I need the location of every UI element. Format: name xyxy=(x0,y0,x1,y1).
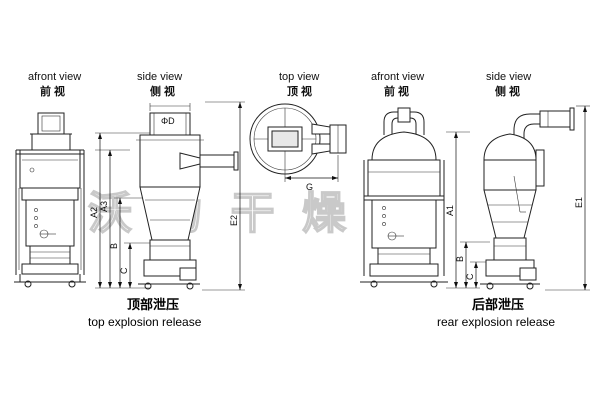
dim-e1: E1 xyxy=(574,197,584,208)
dim-b: B xyxy=(109,243,119,249)
view-label-top-cn: 顶 视 xyxy=(287,84,312,98)
view-label-side-1-cn: 侧 视 xyxy=(150,84,175,98)
view-label-front-1: afront view xyxy=(28,71,81,83)
caption-top-en: top explosion release xyxy=(88,315,202,329)
view-label-front-2: afront view xyxy=(371,71,424,83)
dimension-e2 xyxy=(202,101,245,291)
dim-c-right: C xyxy=(465,273,475,280)
view-label-top: top view xyxy=(279,71,319,83)
caption-rear-en: rear explosion release xyxy=(437,315,555,329)
watermark: 沃 力 干 燥 xyxy=(88,188,352,239)
view-label-front-1-cn: 前 视 xyxy=(40,84,65,98)
view-label-side-2: side view xyxy=(486,71,531,83)
side-view-rear-release xyxy=(480,107,575,290)
front-view-top-release xyxy=(14,112,86,288)
front-view-rear-release xyxy=(360,107,448,288)
dim-a1: A1 xyxy=(445,205,455,216)
dimensions-left xyxy=(95,132,150,289)
dim-phi-d: ΦD xyxy=(161,116,175,126)
dimensions-right xyxy=(446,131,490,289)
dimension-e1 xyxy=(545,105,590,291)
view-label-front-2-cn: 前 视 xyxy=(384,84,409,98)
side-view-top-release: ΦD xyxy=(136,103,239,290)
dim-c: C xyxy=(119,267,129,274)
top-view xyxy=(249,103,347,182)
dim-b-right: B xyxy=(455,256,465,262)
dim-a3: A3 xyxy=(99,201,109,212)
caption-rear-cn: 后部泄压 xyxy=(472,297,524,312)
view-label-side-2-cn: 侧 视 xyxy=(495,84,520,98)
dim-a2: A2 xyxy=(89,207,99,218)
dim-g: G xyxy=(306,182,313,192)
dim-e2: E2 xyxy=(229,215,239,226)
caption-top-cn: 顶部泄压 xyxy=(127,297,179,312)
view-label-side-1: side view xyxy=(137,71,182,83)
